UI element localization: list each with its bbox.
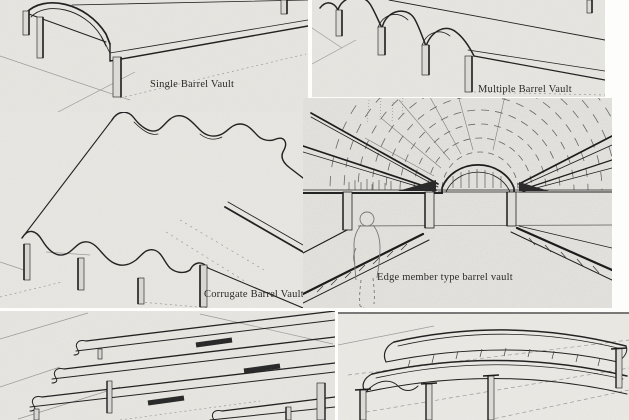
single-barrel-vault-label: Single Barrel Vault <box>150 79 235 90</box>
panel-single-barrel-vault: Single Barrel Vault <box>0 0 308 112</box>
panel-corrugate-barrel-vault: Corrugate Barrel Vault <box>0 112 303 308</box>
edge-member-barrel-vault-label: Edge member type barrel vault <box>377 272 513 283</box>
panel-twin-barrel-vaults <box>338 312 629 420</box>
panel-multiple-barrel-vault: Multiple Barrel Vault <box>312 0 605 97</box>
panel-edge-member-barrel-vault: Edge member type barrel vault <box>303 98 612 308</box>
twin-barrel-vaults-drawing <box>338 312 629 420</box>
edge-member-barrel-vault-drawing <box>303 98 612 308</box>
corrugate-barrel-vault-drawing <box>0 112 303 308</box>
corrugate-barrel-vault-label: Corrugate Barrel Vault <box>204 289 303 300</box>
multiple-barrel-vault-label: Multiple Barrel Vault <box>478 84 572 95</box>
panel-inverted-shell-vaults <box>0 311 335 420</box>
multiple-barrel-vault-drawing <box>312 0 605 97</box>
single-barrel-vault-drawing <box>0 0 308 112</box>
human-figure-outline <box>353 211 381 308</box>
inverted-shell-vaults-drawing <box>0 311 335 420</box>
